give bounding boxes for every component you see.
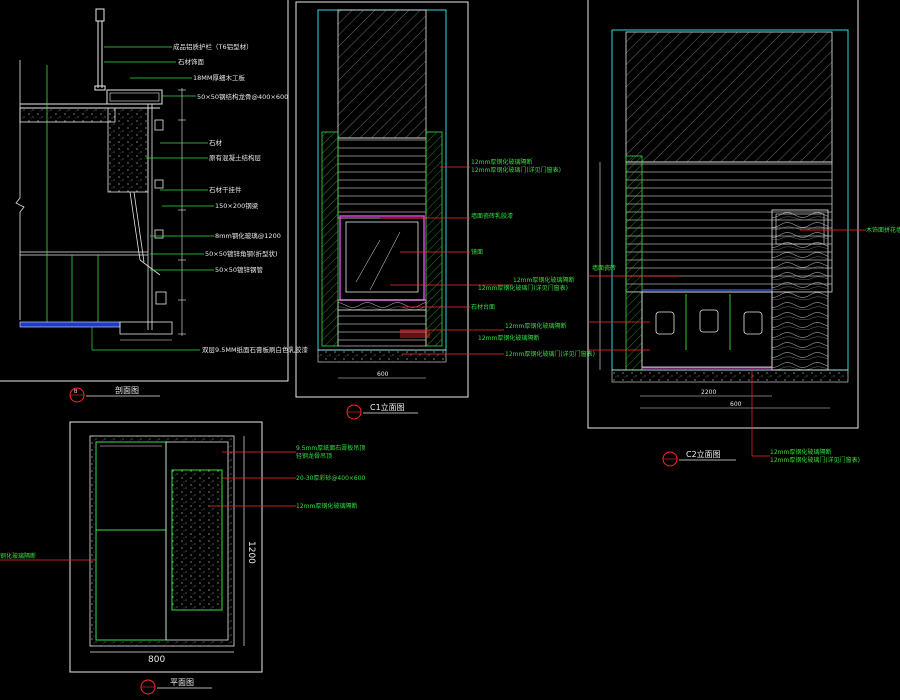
c1-counter: [337, 299, 427, 311]
c2-callout-3: 12mm厚钢化玻璃门(详见门窗表): [770, 456, 860, 464]
section-callout-3: 50×50钢结构龙骨@400×600: [197, 92, 288, 101]
c1-mirror: [345, 221, 419, 293]
c1-callout-7: 12mm厚钢化玻璃隔断: [505, 322, 566, 330]
section-dim-chain: [120, 88, 186, 341]
section-frame: [0, 0, 289, 382]
c2-callout-1: 木饰面拼花墙面: [866, 226, 900, 234]
plan-dim-height: 1200: [246, 541, 256, 564]
section-title: 剖面图: [115, 385, 139, 395]
c1-leaders: [380, 166, 512, 355]
plan-stone-panel: [171, 469, 223, 611]
c1-callout-2: 墙面瓷砖乳胶漆: [471, 212, 513, 220]
c1-callout-6: 石材台面: [471, 303, 495, 311]
section-green-lines: [46, 65, 99, 325]
c2-floor: [611, 369, 849, 383]
plan-dim-width: 800: [148, 655, 165, 665]
c2-frame: [587, 0, 859, 429]
c1-callout-9: 12mm厚钢化玻璃门(详见门窗表): [505, 350, 595, 358]
c1-callout-3: 镜面: [471, 248, 483, 256]
section-callout-8: 8mm钢化玻璃@1200: [215, 231, 281, 240]
c1-callout-8: 12mm厚钢化玻璃隔断: [478, 334, 539, 342]
plan-title-block: 平面图: [140, 678, 212, 695]
section-title-block: B 剖面图: [69, 385, 160, 403]
floor-slab: [19, 89, 163, 193]
c1-callout-0: 12mm厚钢化玻璃隔断: [471, 158, 532, 166]
plan-title: 平面图: [170, 678, 194, 687]
section-leaders: [92, 46, 214, 351]
section-callout-4: 石材: [209, 138, 223, 147]
plan-view: 800 1200 9.5mm厚纸面石膏板吊顶 轻钢龙骨吊顶 20-30厚彩砂@4…: [0, 421, 366, 695]
c2-title-block: C2立面图: [662, 449, 736, 467]
c1-callout-4: 12mm厚钢化玻璃隔断: [513, 276, 574, 284]
section-callout-11: 双层9.5MM纸面石膏板刷白色乳胶漆: [202, 345, 309, 354]
plan-leaders: [0, 451, 296, 561]
section-callout-1: 石材饰面: [178, 57, 205, 66]
plan-callout-1: 轻钢龙骨吊顶: [296, 452, 332, 460]
plan-frame: [69, 421, 263, 673]
c2-callout-0: 墙面瓷砖: [592, 264, 616, 272]
c2-hatched-wall: [625, 31, 833, 163]
glass-assembly: [20, 104, 167, 330]
section-view: 成品铝质护栏（T6铝型材） 石材饰面 18MM厚细木工板 50×50钢结构龙骨@…: [0, 0, 309, 403]
c2-leaders: [588, 229, 866, 457]
c1-callout-1: 12mm厚钢化玻璃门(详见门窗表): [471, 166, 561, 174]
section-callout-9: 50×50镀锌角钢(折型状): [205, 249, 278, 258]
c2-left-column: [625, 155, 643, 371]
c2-wood-panel: [771, 209, 829, 371]
plan-callout-2: 20-30厚彩砂@400×600: [296, 474, 366, 482]
c1-title: C1立面图: [370, 402, 405, 412]
c1-dim-width: 600: [377, 371, 389, 378]
plan-callout-0: 9.5mm厚纸面石膏板吊顶: [296, 444, 365, 452]
c2-elevation-view: 2200 600 墙面瓷砖 木饰面拼花墙面 12mm厚钢化玻璃隔断 12mm厚钢…: [587, 0, 900, 467]
c2-callout-2: 12mm厚钢化玻璃隔断: [770, 448, 831, 456]
c2-title: C2立面图: [686, 449, 721, 459]
c2-partitions: [685, 294, 731, 350]
c1-frame: [295, 1, 469, 398]
c2-urinals: [655, 309, 763, 335]
c1-elevation-view: 600 12mm厚钢化玻璃隔断 12mm厚钢化玻璃门(详见门窗表) 墙面瓷砖乳胶…: [295, 1, 595, 420]
c1-callout-5: 12mm厚钢化玻璃门(详见门窗表): [478, 284, 568, 292]
c1-right-column: [425, 131, 443, 347]
c2-dim-1: 600: [730, 401, 742, 408]
section-number: B: [74, 389, 78, 395]
c2-dim-0: 2200: [701, 389, 716, 396]
section-callout-7: 150×200钢梁: [215, 201, 259, 210]
c1-mirror-frame: [339, 215, 425, 301]
c1-title-block: C1立面图: [346, 402, 418, 420]
c1-hatched-wall: [337, 9, 427, 139]
section-callout-6: 石材干挂件: [209, 185, 242, 194]
plan-callout-3: 12mm厚钢化玻璃隔断: [296, 502, 357, 510]
section-callout-2: 18MM厚细木工板: [193, 73, 245, 82]
c1-tile-wall: [337, 137, 427, 219]
railing-post: [94, 8, 106, 91]
section-callout-0: 成品铝质护栏（T6铝型材）: [173, 42, 253, 51]
c1-left-column: [321, 131, 339, 347]
c1-floor: [317, 349, 447, 363]
plan-callout-4: 钢化玻璃隔断: [0, 552, 36, 560]
c2-urinal-zone: [641, 291, 773, 368]
section-callout-5: 原有混凝土结构层: [209, 153, 262, 162]
section-callout-10: 50×50镀锌钢管: [215, 265, 263, 274]
break-line: [15, 60, 25, 320]
ceiling: [19, 321, 173, 350]
